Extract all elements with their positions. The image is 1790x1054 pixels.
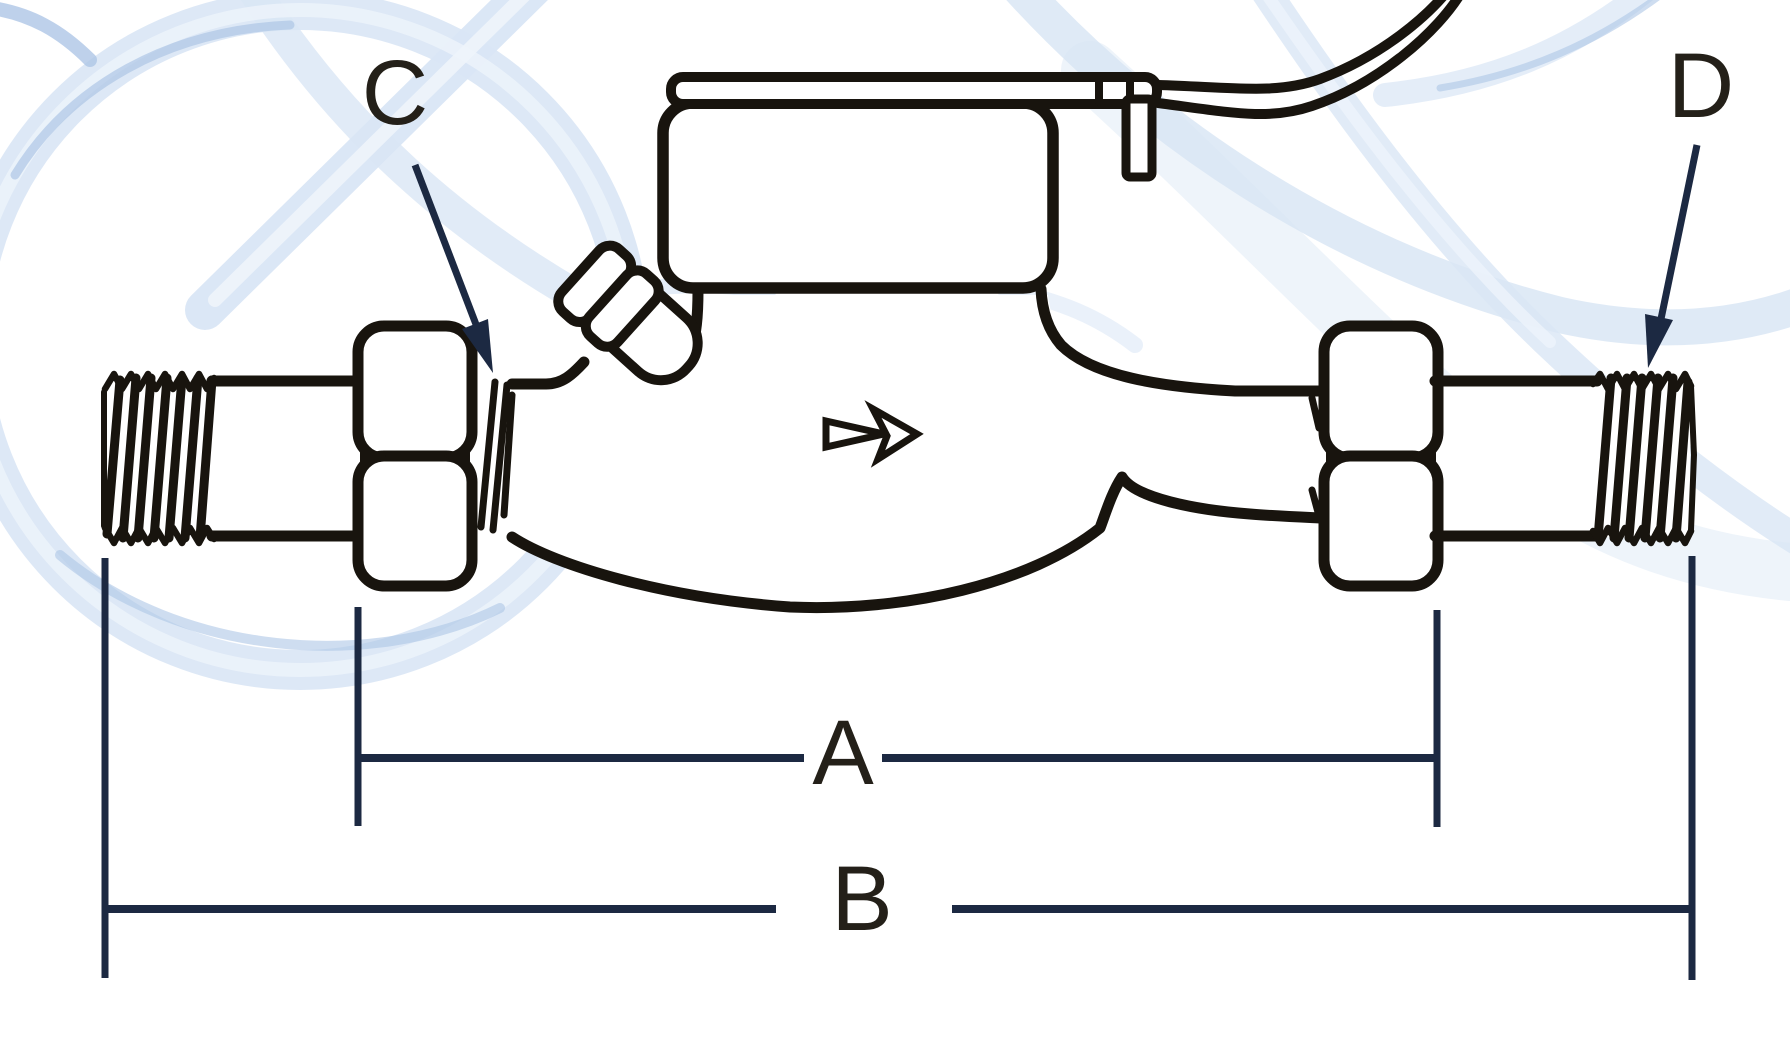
cable-gland — [1121, 94, 1157, 182]
thread-hatching-right — [1593, 373, 1693, 543]
coupling-nut-left — [352, 320, 478, 592]
pipe-thread-end-right — [1589, 370, 1697, 547]
dimension-label-a: A — [812, 702, 874, 804]
register-head — [657, 72, 1162, 294]
callout-label-d: D — [1668, 35, 1734, 137]
nut-waist-marks-left — [360, 444, 470, 468]
callout-arrow-c-head — [462, 319, 493, 373]
callout-label-c: C — [362, 42, 428, 144]
nut-waist-marks-right — [1326, 444, 1436, 468]
inlet-exposed-threads — [477, 378, 516, 534]
callout-d — [1645, 144, 1701, 368]
dimension-label-b: B — [831, 848, 892, 950]
register-cable — [1153, 0, 1463, 120]
pipe-spud-right — [1429, 375, 1603, 542]
callout-c — [411, 163, 493, 373]
outlet-exposed-threads — [1308, 394, 1323, 520]
callout-arrow-d-shaft — [1657, 144, 1701, 320]
water-swirl-accent — [0, 0, 1660, 651]
flow-direction-arrow-icon — [822, 400, 924, 468]
pipe-thread-end-left — [101, 370, 218, 547]
test-port-plug — [553, 240, 703, 386]
callout-arrow-c-shaft — [411, 163, 481, 329]
dimension-a — [354, 607, 1441, 827]
meter-line-drawing — [100, 0, 1697, 614]
label-layer: C D A B — [362, 35, 1734, 950]
annotation-layer — [101, 144, 1701, 980]
callout-arrow-d-head — [1645, 314, 1673, 368]
pipe-spud-left — [206, 375, 368, 542]
dimension-b — [101, 556, 1696, 980]
thread-hatching-left — [102, 373, 217, 543]
coupling-nut-right — [1318, 320, 1444, 592]
register-lid — [666, 72, 1162, 109]
